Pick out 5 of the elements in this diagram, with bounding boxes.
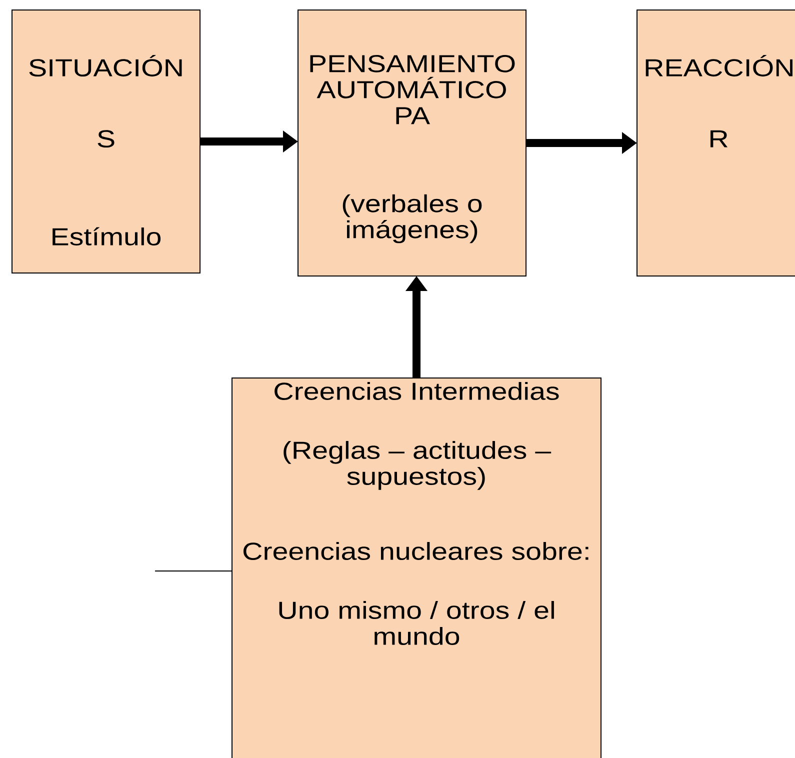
process-box: SITUACIÓN S Estímulo — [12, 10, 200, 274]
process-box: PENSAMIENTO AUTOMÁTICO PA (verbales o imágenes) — [298, 10, 526, 276]
process-box: Creencias Intermedias (Reglas – actitudes – supuestos) Creencias nucleares sobre: Uno mismo / otros / el mundo — [232, 378, 602, 758]
line — [154, 570, 232, 572]
process-box: REACCIÓN R — [636, 10, 795, 276]
